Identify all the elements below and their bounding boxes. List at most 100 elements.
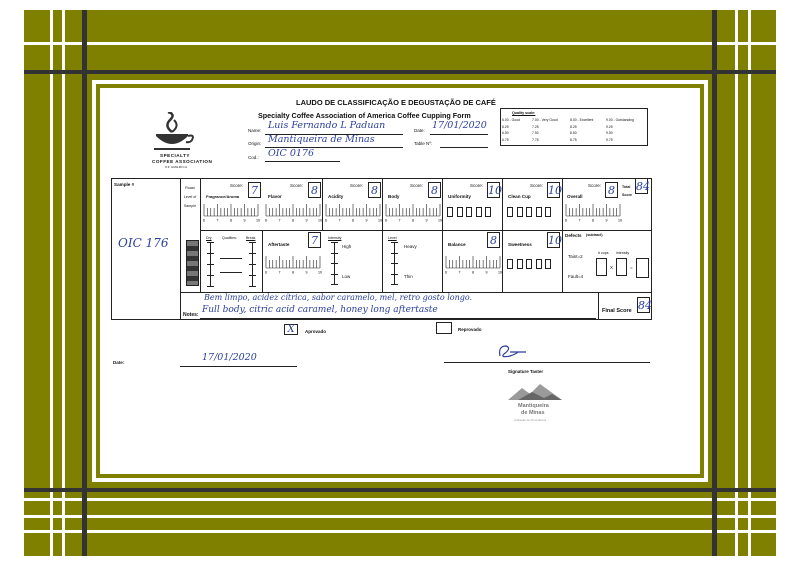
origin-value[interactable]: Mantiqueira de Minas bbox=[268, 134, 375, 145]
quality-scale-cell: 6.75 bbox=[502, 137, 509, 142]
cupping-form-grid bbox=[111, 178, 652, 320]
balance-score-box[interactable]: 8 bbox=[487, 232, 500, 248]
clean-cup-score-label: Score: bbox=[530, 183, 544, 188]
total-score-box[interactable]: 84 bbox=[635, 178, 650, 194]
flavor-score-box[interactable]: 8 bbox=[308, 182, 321, 198]
acidity-score-box[interactable]: 8 bbox=[368, 182, 381, 198]
dry-scale-tick bbox=[207, 286, 214, 287]
frame-white-line bbox=[24, 42, 776, 45]
ruler-tick-label: 9 bbox=[306, 271, 308, 275]
frame-white-line bbox=[62, 10, 65, 556]
signature-line bbox=[444, 362, 650, 363]
intensity-scale-tick bbox=[331, 263, 338, 264]
flavor-score-label: Score: bbox=[290, 183, 304, 188]
notes-label: Notes: bbox=[183, 312, 199, 318]
uniformity-score-box[interactable]: 10 bbox=[487, 182, 502, 198]
sweetness-cup-checkbox[interactable] bbox=[516, 259, 523, 269]
break-scale-tick bbox=[249, 286, 256, 287]
overall-score-box[interactable]: 8 bbox=[605, 182, 618, 198]
clean-cup-cup-checkbox[interactable] bbox=[545, 207, 551, 217]
roast-level-swatch bbox=[186, 240, 199, 286]
notes-english[interactable]: Full body, citric acid caramel, honey lo… bbox=[202, 305, 438, 315]
clean-cup-cup-checkbox[interactable] bbox=[535, 207, 542, 217]
origin-label: Origin: bbox=[248, 141, 262, 146]
quality-scale-cell: 8.75 bbox=[570, 137, 577, 142]
quality-scale-cell: 6.00 - Good bbox=[502, 118, 520, 122]
rejected-checkbox[interactable] bbox=[436, 322, 452, 334]
sweetness-cup-checkbox[interactable] bbox=[545, 259, 551, 269]
level-scale-tick bbox=[391, 263, 398, 264]
acidity-score-label: Score: bbox=[350, 183, 364, 188]
sample-value[interactable]: OIC 176 bbox=[118, 236, 169, 250]
quality-scale-cell: 6.25 bbox=[502, 124, 509, 129]
intensity2-label: intensity bbox=[616, 251, 630, 255]
multiply-sign: X bbox=[610, 265, 614, 270]
break-scale-tick bbox=[249, 253, 256, 254]
defects-result-box[interactable] bbox=[636, 258, 649, 278]
ruler-tick-label: 6 bbox=[265, 271, 267, 275]
ruler-tick-label: 6 bbox=[325, 219, 327, 223]
uniformity-cup-checkbox[interactable] bbox=[466, 207, 472, 217]
ruler-tick-label: 9 bbox=[606, 219, 608, 223]
uniformity-cup-checkbox[interactable] bbox=[485, 207, 491, 217]
name-value[interactable]: Luis Fernando L Paduan bbox=[268, 120, 386, 131]
ruler-tick-label: 6 bbox=[565, 219, 567, 223]
footer-date-value[interactable]: 17/01/2020 bbox=[202, 352, 257, 363]
body-score-box[interactable]: 8 bbox=[428, 182, 441, 198]
cod-value[interactable]: OIC 0176 bbox=[268, 148, 315, 159]
grid-divider bbox=[262, 230, 263, 292]
clean-cup-label: Clean Cup bbox=[508, 194, 531, 199]
mantiqueira-line2: de Minas bbox=[521, 410, 545, 416]
clean-cup-cup-checkbox[interactable] bbox=[526, 207, 532, 217]
grid-divider bbox=[180, 292, 652, 293]
ruler-tick-label: 6 bbox=[265, 219, 267, 223]
ruler-tick-label: 10 bbox=[378, 219, 382, 223]
date-value[interactable]: 17/01/2020 bbox=[432, 120, 487, 131]
uniformity-cup-checkbox[interactable] bbox=[456, 207, 463, 217]
ruler-tick-label: 8 bbox=[352, 219, 354, 223]
ruler-tick-label: 10 bbox=[618, 219, 622, 223]
quality-scale-cell: 9.50 bbox=[606, 131, 613, 135]
defects-intensity-box[interactable] bbox=[616, 258, 627, 276]
intensity-label: Intensity bbox=[328, 236, 342, 240]
balance-label: Balance bbox=[448, 242, 466, 247]
ruler-tick-label: 10 bbox=[498, 271, 502, 275]
dry-scale-tick bbox=[207, 253, 214, 254]
fragrance-score-box[interactable]: 7 bbox=[248, 182, 261, 198]
defects-cups-box[interactable] bbox=[596, 258, 607, 276]
ruler-tick-label: 6 bbox=[385, 219, 387, 223]
intensity-scale-tick bbox=[331, 284, 338, 285]
acidity-label: Acidity bbox=[328, 194, 344, 199]
uniformity-cup-checkbox[interactable] bbox=[447, 207, 453, 217]
frame-dark-line bbox=[24, 70, 776, 74]
clean-cup-cup-checkbox[interactable] bbox=[516, 207, 523, 217]
ruler-tick-label: 7 bbox=[399, 219, 401, 223]
page-title: LAUDO DE CLASSIFICAÇÃO E DEGUSTAÇÃO DE C… bbox=[296, 98, 496, 107]
name-line bbox=[265, 134, 403, 135]
approved-checkbox[interactable]: X bbox=[284, 324, 298, 335]
intensity-scale-tick bbox=[331, 273, 338, 275]
sweetness-cup-checkbox[interactable] bbox=[526, 259, 532, 269]
ruler-tick-label: 10 bbox=[318, 219, 322, 223]
qualities-line bbox=[220, 272, 242, 273]
sweetness-cup-checkbox[interactable] bbox=[535, 259, 542, 269]
frame-white-line bbox=[735, 10, 738, 556]
notes-portuguese[interactable]: Bem limpo, acidez cítrica, sabor caramel… bbox=[204, 293, 473, 302]
aftertaste-score-box[interactable]: 7 bbox=[308, 232, 321, 248]
uniformity-cup-checkbox[interactable] bbox=[475, 207, 482, 217]
final-score-box[interactable]: 84 bbox=[637, 297, 652, 313]
clean-cup-cup-checkbox[interactable] bbox=[507, 207, 513, 217]
quality-scale-title: Quality scale: bbox=[512, 111, 536, 115]
sweetness-cup-checkbox[interactable] bbox=[507, 259, 513, 269]
cups-label: # cups bbox=[598, 251, 609, 255]
ruler-tick-label: 10 bbox=[318, 271, 322, 275]
sweetness-score-box[interactable]: 10 bbox=[547, 232, 562, 248]
clean-cup-score-box[interactable]: 10 bbox=[547, 182, 562, 198]
